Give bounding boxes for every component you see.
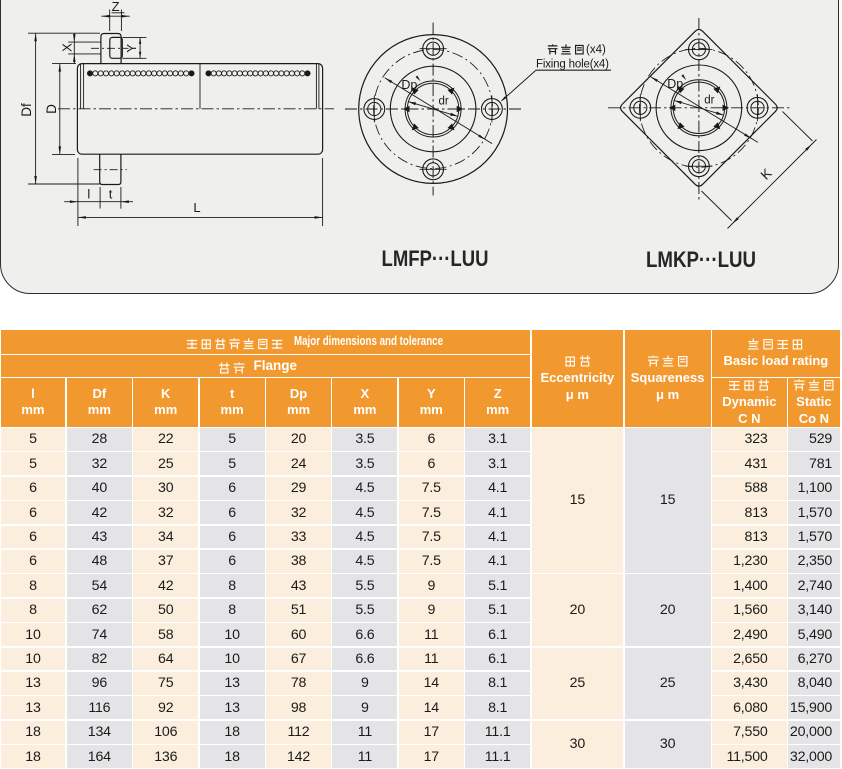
svg-text:Dp: Dp bbox=[401, 78, 417, 92]
svg-text:Y: Y bbox=[124, 44, 139, 53]
svg-text:Dp: Dp bbox=[667, 77, 683, 91]
svg-text:L: L bbox=[193, 200, 200, 215]
svg-text:Fixing hole(x4): Fixing hole(x4) bbox=[536, 59, 609, 71]
svg-text:Z: Z bbox=[112, 0, 120, 14]
svg-text:l: l bbox=[87, 187, 90, 202]
svg-text:LMKP···LUU: LMKP···LUU bbox=[646, 247, 756, 272]
svg-text:t: t bbox=[109, 187, 113, 202]
svg-text:X: X bbox=[60, 43, 75, 52]
svg-text:K: K bbox=[758, 166, 775, 183]
svg-text:D: D bbox=[44, 104, 59, 114]
svg-text:dr: dr bbox=[438, 96, 448, 108]
svg-text:LMFP···LUU: LMFP···LUU bbox=[382, 246, 489, 271]
svg-text:Df: Df bbox=[19, 103, 34, 117]
svg-text:dr: dr bbox=[704, 94, 714, 106]
